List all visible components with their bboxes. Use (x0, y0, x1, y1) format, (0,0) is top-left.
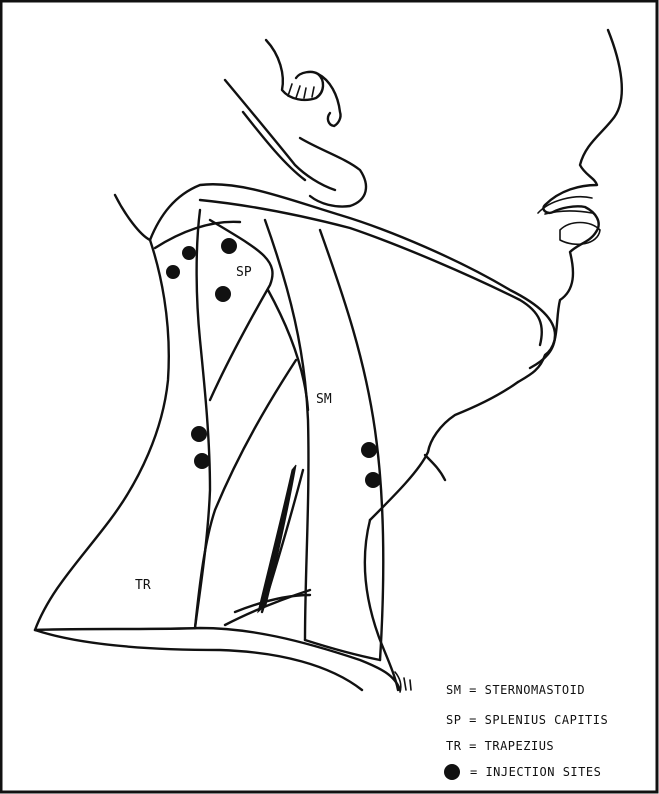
legend-item-sm: SM = STERNOMASTOID (446, 683, 585, 697)
injection-site-dot (166, 265, 180, 279)
scalene-strips (195, 360, 310, 628)
sternomastoid-outline (265, 220, 383, 660)
injection-site-dot (221, 238, 237, 254)
label-sp: SP (236, 265, 252, 280)
injection-site-dot (215, 286, 231, 302)
injection-site-dot (361, 442, 377, 458)
neck-outline (35, 184, 555, 692)
legend-item-tr: TR = TRAPEZIUS (446, 739, 554, 753)
label-sm: SM (316, 392, 332, 407)
legend-dot-icon (444, 764, 460, 780)
injection-site-dot (194, 453, 210, 469)
legend: SM = STERNOMASTOID SP = SPLENIUS CAPITIS… (444, 683, 608, 780)
injection-site-dot (191, 426, 207, 442)
face-outline (115, 30, 622, 382)
legend-item-injection: = INJECTION SITES (470, 765, 601, 779)
injection-site-dot (182, 246, 196, 260)
label-tr: TR (135, 578, 151, 593)
injection-site-dot (365, 472, 381, 488)
legend-item-sp: SP = SPLENIUS CAPITIS (446, 713, 608, 727)
